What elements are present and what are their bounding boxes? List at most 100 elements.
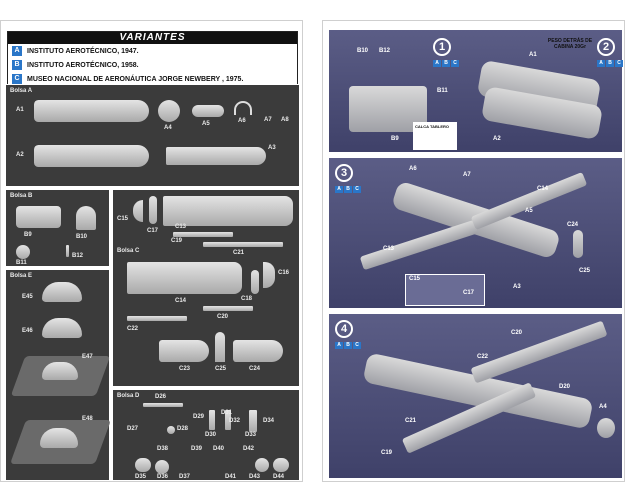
panel-part bbox=[16, 245, 30, 259]
tail-section-part bbox=[166, 147, 266, 165]
part-label: D27 bbox=[127, 426, 139, 432]
wheel-part bbox=[255, 458, 269, 472]
strip-part bbox=[203, 306, 253, 311]
part-label: D29 bbox=[193, 414, 205, 420]
detail-inset bbox=[405, 274, 485, 306]
bolsa-c-title: Bolsa C bbox=[117, 248, 140, 254]
nose-cone-part bbox=[158, 100, 180, 122]
part-label: B9 bbox=[24, 232, 32, 238]
part-label: D42 bbox=[243, 446, 255, 452]
detail-annotation: CALCA TABLERO bbox=[415, 124, 449, 129]
parts-sheet: VARIANTES A INSTITUTO AEROTÉCNICO, 1947.… bbox=[0, 20, 303, 482]
step-1-2-panel: 1 A B C B10 B12 B9 B11 CALCA TABLERO 2 A… bbox=[328, 29, 623, 153]
variant-badge: C bbox=[353, 342, 361, 349]
fuselage-half-part bbox=[34, 145, 149, 167]
variant-badges: A B C bbox=[597, 60, 623, 67]
part-label: D41 bbox=[225, 474, 237, 480]
part-label: C15 bbox=[117, 216, 129, 222]
part-label: A2 bbox=[493, 136, 501, 142]
part-label: C22 bbox=[127, 326, 139, 332]
fuselage-half-part bbox=[34, 100, 149, 122]
part-label: D20 bbox=[559, 384, 571, 390]
part-label: D39 bbox=[191, 446, 203, 452]
part-label: B11 bbox=[16, 260, 27, 266]
variant-row: C MUSEO NACIONAL DE AERONÁUTICA JORGE NE… bbox=[8, 72, 297, 86]
variant-badge: C bbox=[615, 60, 623, 67]
bolsa-a-title: Bolsa A bbox=[10, 88, 33, 94]
part-label: C19 bbox=[171, 238, 183, 244]
part-label: D38 bbox=[157, 446, 169, 452]
part-label: A4 bbox=[164, 125, 172, 131]
tip-part bbox=[133, 200, 143, 222]
part-label: D35 bbox=[135, 474, 147, 480]
part-label: A3 bbox=[513, 284, 521, 290]
part-label: C17 bbox=[463, 290, 475, 296]
part-label: C20 bbox=[511, 330, 523, 336]
step-3-panel: 3 A B C A6 A7 A5 C14 C13 C24 C25 A3 C15 … bbox=[328, 157, 623, 309]
part-label: D43 bbox=[249, 474, 261, 480]
variant-badge: A bbox=[597, 60, 605, 67]
tip-part bbox=[149, 196, 157, 224]
part-label: D28 bbox=[177, 426, 189, 432]
seat-part bbox=[76, 206, 96, 230]
variant-badge: C bbox=[12, 74, 22, 84]
part-label: C25 bbox=[215, 366, 227, 372]
variant-text: INSTITUTO AEROTÉCNICO, 1958. bbox=[27, 61, 139, 69]
part-label: D40 bbox=[213, 446, 225, 452]
part-label: C18 bbox=[241, 296, 253, 302]
variant-text: INSTITUTO AEROTÉCNICO, 1947. bbox=[27, 47, 139, 55]
part-label: D37 bbox=[179, 474, 191, 480]
part-label: A7 bbox=[463, 172, 471, 178]
part-label: E48 bbox=[82, 416, 93, 422]
part-label: B12 bbox=[72, 253, 84, 259]
instrument-panel-detail: CALCA TABLERO bbox=[413, 122, 457, 150]
part-label: A5 bbox=[202, 121, 210, 127]
stick-part bbox=[66, 245, 69, 257]
part-label: B11 bbox=[437, 88, 448, 94]
variant-badge: C bbox=[353, 186, 361, 193]
assembly-sheet: 1 A B C B10 B12 B9 B11 CALCA TABLERO 2 A… bbox=[322, 20, 625, 482]
part-label: E47 bbox=[82, 354, 93, 360]
part-label: C19 bbox=[381, 450, 393, 456]
strut-part bbox=[209, 410, 215, 430]
wing-part bbox=[470, 320, 608, 384]
canopy-frame-part bbox=[234, 101, 252, 115]
bolsa-b-panel: Bolsa B B9 B10 B11 B12 bbox=[5, 189, 110, 267]
part-label: C25 bbox=[579, 268, 591, 274]
strip-part bbox=[143, 403, 183, 407]
variant-badges: A B C bbox=[335, 342, 361, 349]
strip-part bbox=[127, 316, 187, 321]
canopy-part bbox=[42, 318, 82, 338]
part-label: A1 bbox=[529, 52, 537, 58]
variants-header: VARIANTES A INSTITUTO AEROTÉCNICO, 1947.… bbox=[7, 31, 298, 88]
part-label: B10 bbox=[76, 234, 88, 240]
part-label: D44 bbox=[273, 474, 285, 480]
wheel-well-part bbox=[135, 458, 151, 472]
part-label: A3 bbox=[268, 145, 276, 151]
bolsa-a-panel: Bolsa A A1 A2 A3 A4 A5 A6 A7 A8 bbox=[5, 84, 300, 187]
variant-badges: A B C bbox=[433, 60, 459, 67]
variant-row: B INSTITUTO AEROTÉCNICO, 1958. bbox=[8, 58, 297, 72]
variant-badge: C bbox=[451, 60, 459, 67]
stabilizer-part bbox=[233, 340, 283, 362]
part-label: C21 bbox=[233, 250, 245, 256]
wing-part bbox=[127, 262, 242, 294]
bolsa-d-title: Bolsa D bbox=[117, 393, 140, 399]
tip-part bbox=[251, 270, 259, 294]
strip-part bbox=[173, 232, 233, 237]
part-label: A6 bbox=[409, 166, 417, 172]
wheel-part bbox=[167, 426, 175, 434]
canopy-part bbox=[42, 282, 82, 302]
part-label: B12 bbox=[379, 48, 391, 54]
step-2-number: 2 bbox=[597, 38, 615, 56]
wing-part bbox=[359, 219, 479, 271]
variants-title: VARIANTES bbox=[8, 32, 297, 44]
part-label: A2 bbox=[16, 152, 24, 158]
variant-text: MUSEO NACIONAL DE AERONÁUTICA JORGE NEWB… bbox=[27, 75, 244, 83]
part-label: D26 bbox=[155, 394, 167, 400]
variant-badge: B bbox=[344, 342, 352, 349]
part-label: A7 bbox=[264, 117, 272, 123]
step-1-number: 1 bbox=[433, 38, 451, 56]
variant-badge: B bbox=[344, 186, 352, 193]
variant-badge: B bbox=[12, 60, 22, 70]
